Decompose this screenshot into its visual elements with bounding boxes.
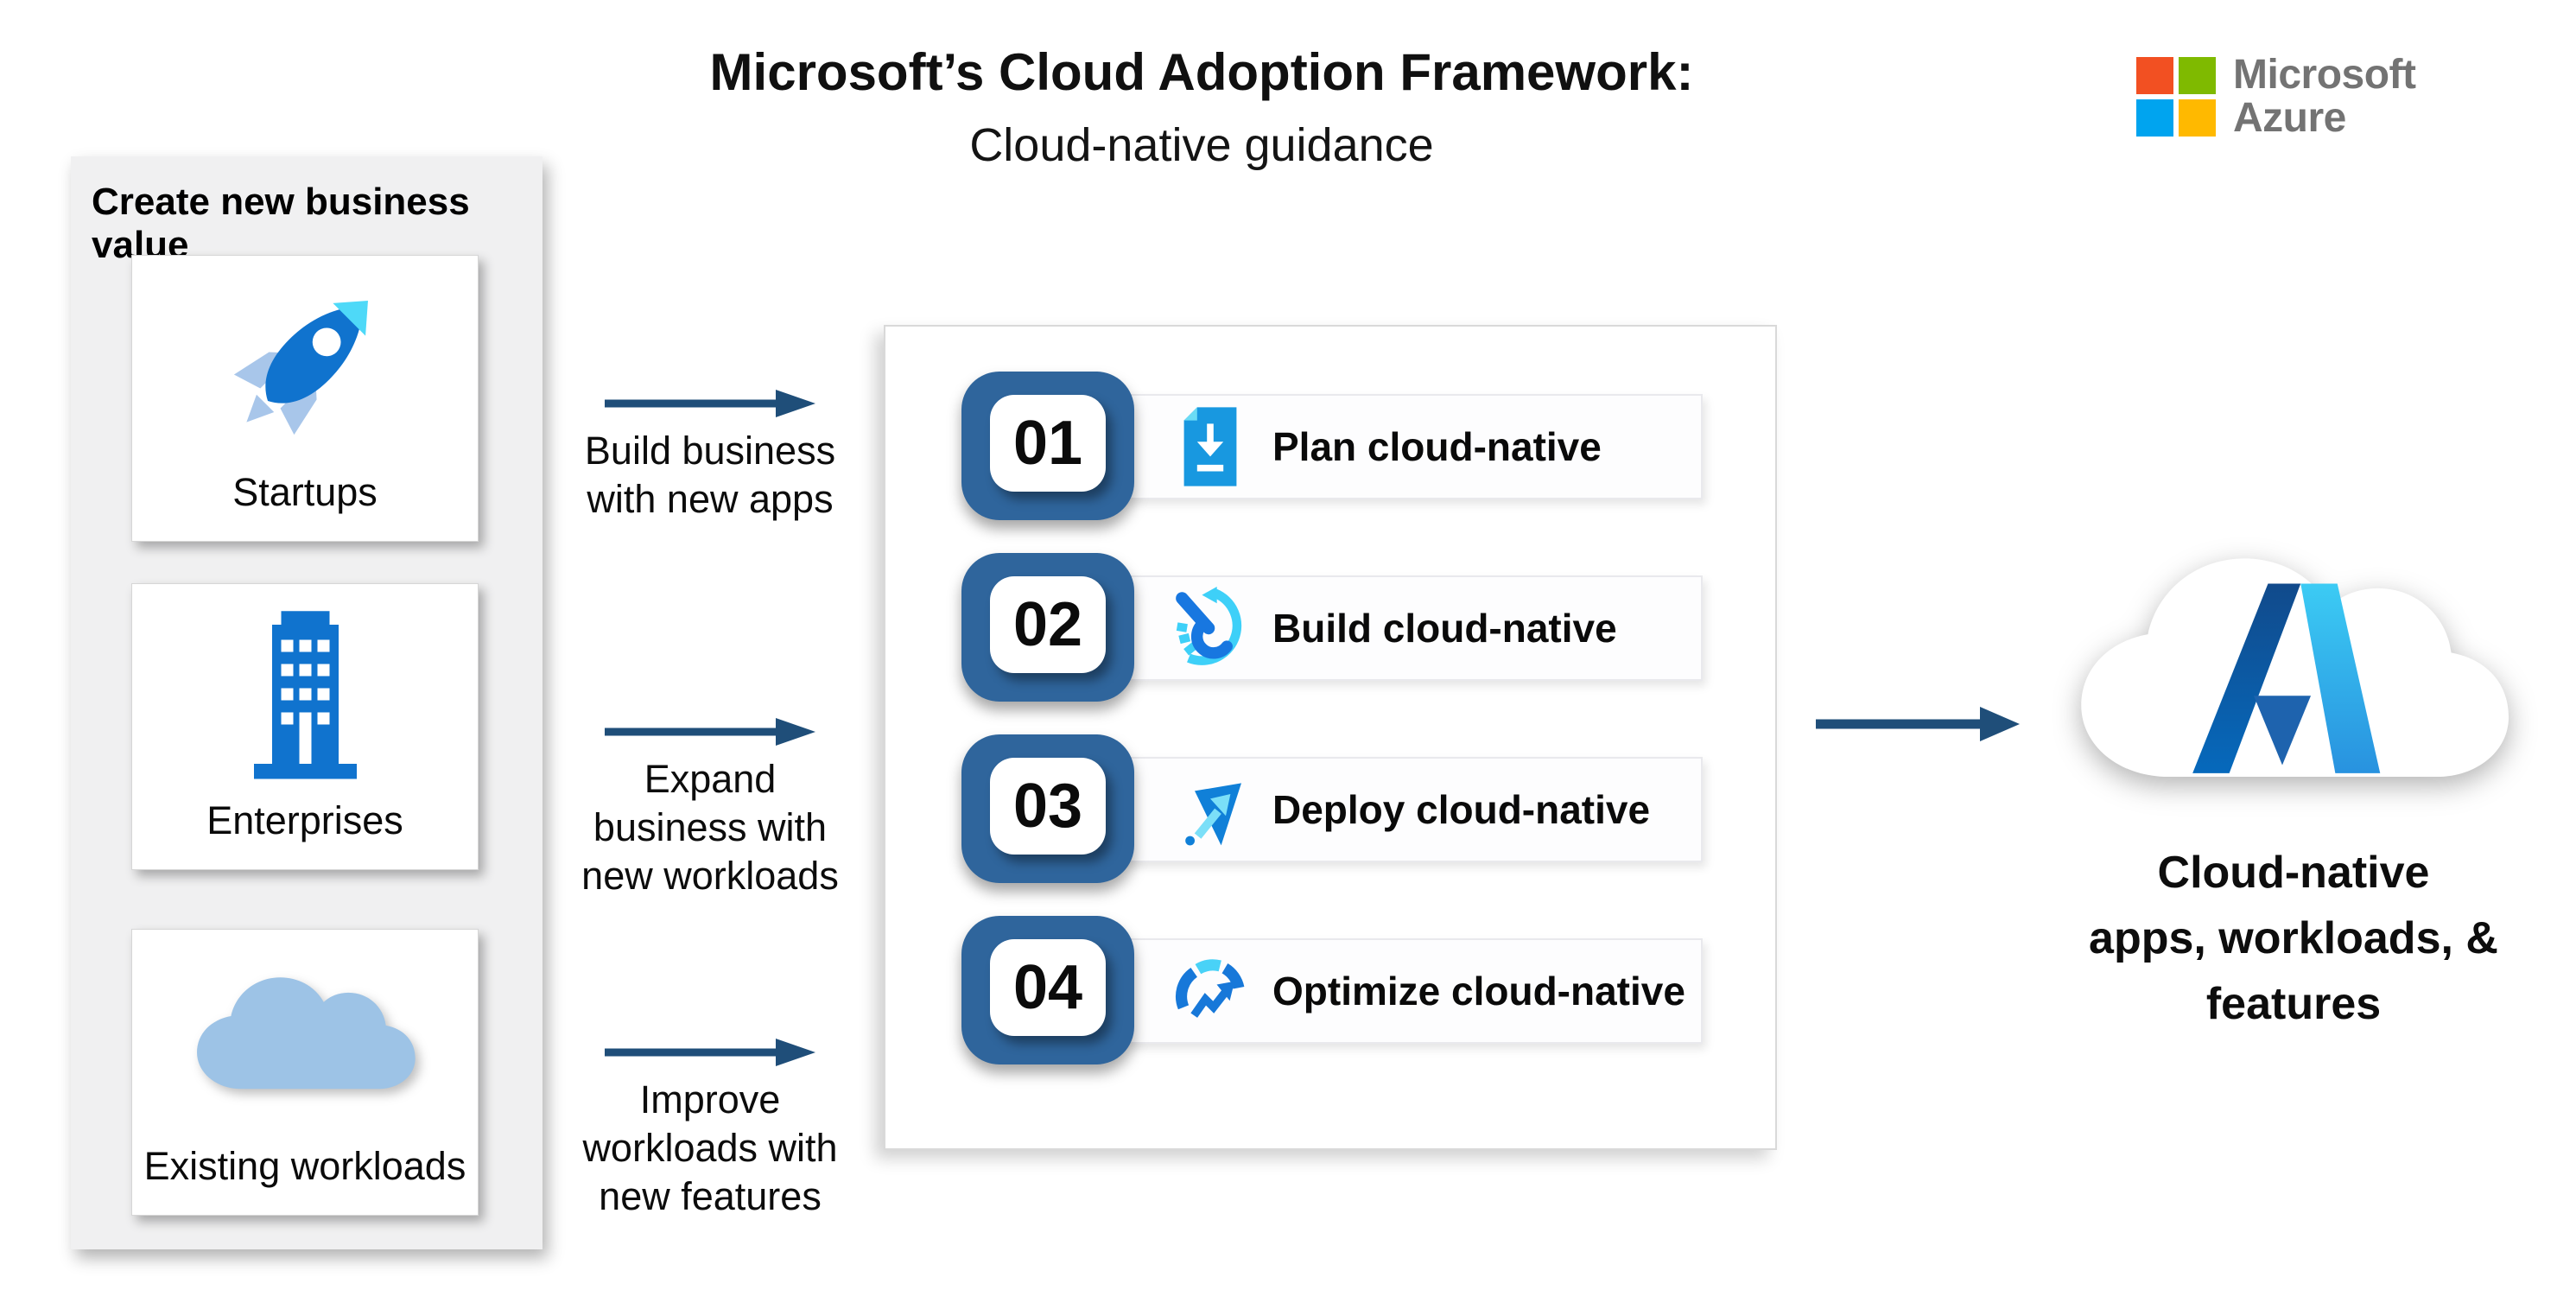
right-arrow-icon <box>605 718 815 746</box>
microsoft-logo-squares-icon <box>2136 57 2216 137</box>
ms-square-blue <box>2136 99 2173 137</box>
step-badge-inner: 04 <box>990 939 1106 1036</box>
step-badge-04: 04 <box>961 916 1134 1064</box>
right-arrow-icon <box>605 1039 815 1066</box>
step-number: 02 <box>1012 590 1083 659</box>
result-caption: Cloud-native apps, workloads, & features <box>2089 848 2498 1029</box>
card-startups: Startups <box>131 255 479 542</box>
flow-label: Build business with new apps <box>584 429 836 521</box>
right-arrow-icon <box>605 390 815 417</box>
step-badge-02: 02 <box>961 553 1134 702</box>
page-title: Microsoft’s Cloud Adoption Framework: Cl… <box>597 33 1806 178</box>
step-label: Optimize cloud-native <box>1272 969 1685 1014</box>
flow-label: Improve workloads with new features <box>582 1077 838 1218</box>
rocket-icon <box>132 256 478 470</box>
step-badge-03: 03 <box>961 734 1134 883</box>
right-arrow-icon <box>1816 707 2020 741</box>
step-label: Deploy cloud-native <box>1272 787 1651 832</box>
card-label: Existing workloads <box>143 1144 466 1188</box>
ms-square-red <box>2136 57 2173 94</box>
card-label: Enterprises <box>206 798 403 842</box>
panel-header: Create new business value <box>92 181 470 266</box>
deploy-arrow-icon <box>1169 766 1252 854</box>
cloud-native-steps-panel: 01 Plan cloud-native 02 <box>884 325 1777 1150</box>
azure-cloud-logo <box>2081 558 2509 778</box>
page-title-line2: Cloud-native guidance <box>969 119 1434 171</box>
microsoft-azure-logo: Microsoft Azure <box>2136 54 2416 140</box>
step-number: 04 <box>1012 953 1083 1022</box>
flow-label: Expand business with new workloads <box>581 757 839 898</box>
flow-build-apps: Build business with new apps <box>562 387 859 524</box>
step-number: 01 <box>1012 409 1083 478</box>
card-label: Startups <box>232 470 378 514</box>
card-existing-workloads: Existing workloads <box>131 929 479 1216</box>
build-wrench-icon <box>1169 584 1252 672</box>
step-number: 03 <box>1012 772 1083 841</box>
cloud-icon <box>132 930 478 1144</box>
step-label: Build cloud-native <box>1272 606 1617 651</box>
step-badge-inner: 03 <box>990 758 1106 855</box>
step-badge-inner: 01 <box>990 395 1106 492</box>
ms-square-yellow <box>2179 99 2216 137</box>
plan-document-download-icon <box>1169 403 1252 491</box>
ms-square-green <box>2179 57 2216 94</box>
flow-improve-features: Improve workloads with new features <box>562 1036 859 1221</box>
page-title-line1: Microsoft’s Cloud Adoption Framework: <box>709 43 1694 101</box>
azure-wordmark: Azure <box>2233 95 2346 141</box>
create-business-value-panel: Create new business value Startups <box>71 156 542 1249</box>
building-icon <box>132 584 478 798</box>
step-badge-01: 01 <box>961 372 1134 520</box>
step-row-plan: Plan cloud-native <box>1124 394 1703 499</box>
azure-a-icon <box>2192 583 2381 773</box>
step-label: Plan cloud-native <box>1272 424 1602 469</box>
step-row-build: Build cloud-native <box>1124 575 1703 681</box>
step-row-optimize: Optimize cloud-native <box>1124 938 1703 1044</box>
microsoft-logo-text: Microsoft Azure <box>2233 54 2416 140</box>
step-badge-inner: 02 <box>990 576 1106 673</box>
microsoft-wordmark: Microsoft <box>2233 52 2416 98</box>
flow-expand-workloads: Expand business with new workloads <box>562 715 859 900</box>
optimize-gauge-icon <box>1169 947 1252 1035</box>
step-row-deploy: Deploy cloud-native <box>1124 757 1703 862</box>
card-enterprises: Enterprises <box>131 583 479 870</box>
